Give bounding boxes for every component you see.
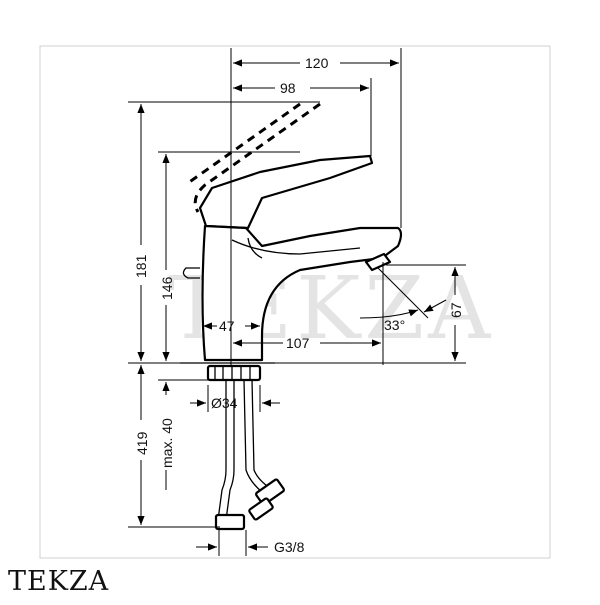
dim-body-offset: 47	[219, 318, 235, 334]
dim-outlet-angle: 33°	[384, 317, 405, 333]
brand-logo-text: TEKZA	[8, 566, 110, 597]
dim-connection-length: 419	[134, 431, 150, 455]
dim-outlet-height: 67	[448, 302, 464, 318]
dim-shank-diameter: Ø34	[211, 395, 238, 411]
dim-thread: G3/8	[274, 539, 305, 555]
dim-total-depth: 120	[305, 55, 329, 71]
dim-deck-thickness: max. 40	[159, 418, 175, 468]
drawing-frame	[39, 45, 551, 559]
dim-spout-length: 107	[286, 335, 310, 351]
dim-total-height: 181	[133, 254, 149, 278]
dim-spout-reach: 98	[280, 80, 296, 96]
dim-spout-height: 146	[159, 276, 175, 300]
